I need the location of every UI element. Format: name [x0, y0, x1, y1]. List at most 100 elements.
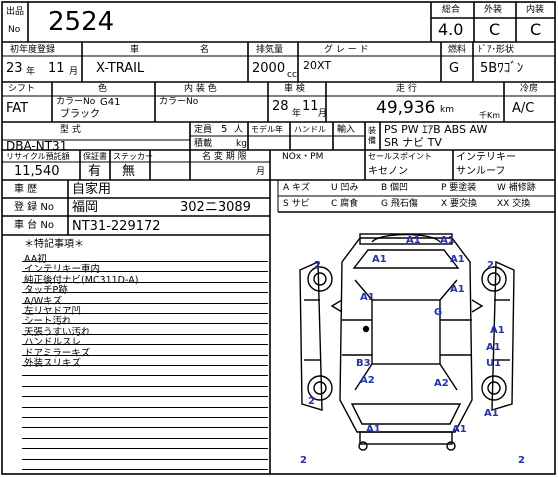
- grade: 20XT: [303, 59, 332, 72]
- ac-label: 冷房: [520, 84, 539, 94]
- model-code: DBA-NT31: [6, 139, 68, 153]
- shift-label: シフト: [8, 84, 36, 94]
- equipment-line-1: PS PW ｴｱB ABS AW: [384, 123, 488, 136]
- history-label: 車 歴: [14, 184, 38, 195]
- warranty-label: 保証書: [83, 152, 107, 161]
- displacement: 2000: [252, 61, 286, 76]
- nox-label: NOx・PM: [282, 152, 324, 162]
- doors-body: 5Bﾜｺﾞﾝ: [480, 61, 524, 76]
- notes-rule: [22, 427, 268, 429]
- notes-rule: [22, 396, 268, 398]
- capacity: 5: [221, 124, 228, 135]
- car-name-label-b: 名: [200, 45, 210, 55]
- notes-rule: [22, 448, 268, 450]
- inspection-month: 11: [302, 99, 319, 114]
- mark-rr-quarter: A1: [484, 408, 499, 419]
- fuel: G: [449, 61, 460, 76]
- mark-hood-a1-1: A1: [372, 254, 387, 265]
- overall-grade-label: 総合: [442, 5, 461, 15]
- color-no-label: カラーNo: [56, 97, 96, 107]
- mark-rf-fender: A1: [450, 284, 465, 295]
- notes-rule: [22, 406, 268, 408]
- sticker: 無: [122, 164, 136, 179]
- notes-line: インテリキー車内: [24, 264, 101, 276]
- sales-point-1: キセノン: [368, 166, 408, 177]
- notes-rule: [22, 365, 268, 366]
- mark-lf-wheel: 2: [314, 260, 321, 271]
- notes-rule: [22, 302, 268, 304]
- registration-month-unit: 月: [69, 67, 79, 77]
- notes-line: 外装スリキズ: [24, 358, 82, 369]
- sales-point-2: インテリキー: [456, 152, 516, 163]
- mark-lr-door-b3: B3: [356, 358, 371, 369]
- capacity-label: 定員: [194, 125, 213, 135]
- registration-year-unit: 年: [26, 67, 36, 77]
- notes-rule: [22, 323, 268, 325]
- mark-front-a1-2: A1: [440, 235, 455, 246]
- name-change-label: 名 変 期 限: [202, 152, 247, 162]
- load-label: 積載: [194, 139, 213, 149]
- mark-rr-door: A1: [486, 342, 501, 353]
- mark-roof-g: G: [434, 307, 442, 318]
- grade-label: グ レ ー ド: [324, 45, 369, 55]
- notes-line: 純正後付ナビ(MC311D-A): [24, 274, 139, 286]
- mark-rear-bumper-a1-2: A1: [452, 424, 467, 435]
- mark-lr-quarter: A2: [360, 375, 375, 386]
- interior-grade: C: [530, 20, 542, 39]
- notes-rule: [22, 375, 268, 377]
- notes-line: 左リヤドア凹: [24, 306, 82, 317]
- legend-w: W 補修跡: [497, 183, 536, 193]
- legend-u: U 凹み: [331, 183, 359, 193]
- fuel-label: 燃料: [448, 45, 467, 55]
- notes-title: ＊特記事項＊: [24, 239, 84, 250]
- lot-label-bottom: No: [8, 25, 21, 35]
- model-label: 型 式: [60, 125, 81, 135]
- registration-no-label: 登 録 No: [14, 202, 54, 213]
- notes-rule: [22, 417, 268, 418]
- overall-grade: 4.0: [438, 20, 464, 39]
- mark-rr-u1: U1: [486, 358, 501, 369]
- legend-c: C 腐食: [331, 199, 359, 209]
- shift: FAT: [6, 101, 29, 116]
- registration-year: 23: [6, 61, 23, 76]
- equipment-line-2: SR ナビ TV: [384, 136, 442, 149]
- equipment-label: 装備: [368, 126, 376, 145]
- legend-a: A キズ: [283, 183, 311, 193]
- notes-line: 天張うすい汚れ: [24, 326, 91, 338]
- mileage-unit: km: [440, 105, 454, 115]
- notes-rule: [22, 344, 268, 346]
- lot-number: 2524: [48, 7, 115, 37]
- load-unit: kg: [236, 139, 247, 149]
- notes-line: AA初: [24, 254, 47, 265]
- notes-line: タッチP跡: [24, 285, 68, 297]
- notes-rule: [22, 437, 268, 439]
- color-label: 色: [98, 84, 108, 94]
- inspection-month-unit: 月: [318, 109, 328, 119]
- legend-xx: XX 交換: [497, 199, 531, 209]
- notes-rule: [22, 271, 268, 273]
- color-no: G41: [100, 97, 121, 108]
- history-value: 自家用: [72, 182, 112, 197]
- notes-rule: [22, 333, 268, 335]
- mark-rear-a2: A2: [434, 378, 449, 389]
- displacement-label: 排気量: [256, 45, 284, 55]
- car-name: X-TRAIL: [96, 61, 145, 76]
- doors-label: ﾄﾞｱ･形状: [478, 45, 515, 55]
- sales-point-3: サンルーフ: [456, 166, 506, 177]
- notes-line: ハンドルスレ: [24, 337, 82, 349]
- mark-rf-door: A1: [490, 325, 505, 336]
- recycle-label: リサイクル預託額: [6, 152, 70, 161]
- notes-line: A/Wキズ: [24, 295, 63, 307]
- mark-rear-bumper-a1-1: A1: [366, 424, 381, 435]
- notes-rule: [22, 469, 268, 470]
- recycle-amount: 11,540: [14, 164, 60, 179]
- lot-label-top: 出品: [6, 7, 25, 17]
- first-registration-label: 初年度登録: [10, 45, 56, 55]
- thousand-km-unit: 千Km: [479, 111, 501, 120]
- sticker-label: ステッカー: [113, 152, 153, 161]
- notes-line: ドアミラーキズ: [24, 347, 91, 359]
- notes-line: シート汚れ: [24, 316, 72, 328]
- exterior-grade: C: [489, 20, 501, 39]
- notes-rule: [22, 313, 268, 314]
